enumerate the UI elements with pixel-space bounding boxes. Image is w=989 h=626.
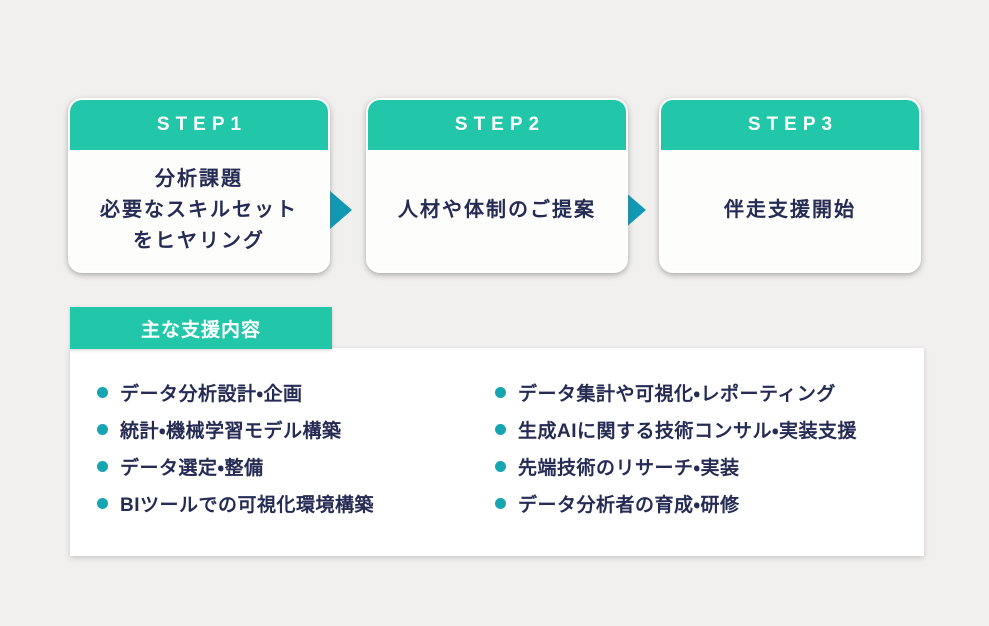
step3-line-1: 伴走支援開始 — [724, 199, 856, 221]
step2-card: STEP2 人材や体制のご提案 — [366, 98, 628, 273]
step1-line-1: 分析課題 — [155, 168, 243, 190]
step1-body: 分析課題 必要なスキルセット をヒヤリング — [70, 150, 328, 271]
support-list-left: データ分析設計・企画 統計・機械学習モデル構築 データ選定・整備 BIツールでの… — [97, 374, 374, 522]
list-item-label: データ分析者の育成・研修 — [518, 495, 740, 516]
step1-line-3: をヒヤリング — [133, 230, 265, 252]
step3-header: STEP3 — [661, 100, 919, 150]
list-item-label: データ選定・整備 — [120, 458, 264, 479]
step2-header: STEP2 — [368, 100, 626, 150]
list-item-label: データ集計や可視化・レポーティング — [518, 384, 836, 405]
list-item: データ選定・整備 — [97, 448, 374, 485]
bullet-icon — [97, 461, 108, 472]
list-item-label: データ分析設計・企画 — [120, 384, 303, 405]
bullet-icon — [97, 387, 108, 398]
support-section-title: 主な支援内容 — [70, 307, 332, 349]
step1-header: STEP1 — [70, 100, 328, 150]
support-list-right: データ集計や可視化・レポーティング 生成AIに関する技術コンサル・実装支援 先端… — [495, 374, 857, 522]
step3-card: STEP3 伴走支援開始 — [659, 98, 921, 273]
list-item: BIツールでの可視化環境構築 — [97, 485, 374, 522]
list-item: データ分析者の育成・研修 — [495, 485, 857, 522]
step3-body: 伴走支援開始 — [661, 150, 919, 271]
step2-line-1: 人材や体制のご提案 — [398, 199, 596, 221]
list-item-label: 統計・機械学習モデル構築 — [120, 421, 342, 442]
step1-line-2: 必要なスキルセット — [100, 199, 298, 221]
step1-card: STEP1 分析課題 必要なスキルセット をヒヤリング — [68, 98, 330, 273]
bullet-icon — [495, 498, 506, 509]
step2-body: 人材や体制のご提案 — [368, 150, 626, 271]
list-item-label: 先端技術のリサーチ・実装 — [518, 458, 740, 479]
list-item: 統計・機械学習モデル構築 — [97, 411, 374, 448]
list-item: データ分析設計・企画 — [97, 374, 374, 411]
list-item: データ集計や可視化・レポーティング — [495, 374, 857, 411]
bullet-icon — [97, 498, 108, 509]
list-item: 先端技術のリサーチ・実装 — [495, 448, 857, 485]
bullet-icon — [495, 461, 506, 472]
list-item-label: BIツールでの可視化環境構築 — [120, 495, 375, 516]
bullet-icon — [495, 424, 506, 435]
list-item: 生成AIに関する技術コンサル・実装支援 — [495, 411, 857, 448]
support-panel: データ分析設計・企画 統計・機械学習モデル構築 データ選定・整備 BIツールでの… — [70, 348, 924, 556]
bullet-icon — [495, 387, 506, 398]
bullet-icon — [97, 424, 108, 435]
list-item-label: 生成AIに関する技術コンサル・実装支援 — [518, 421, 857, 442]
